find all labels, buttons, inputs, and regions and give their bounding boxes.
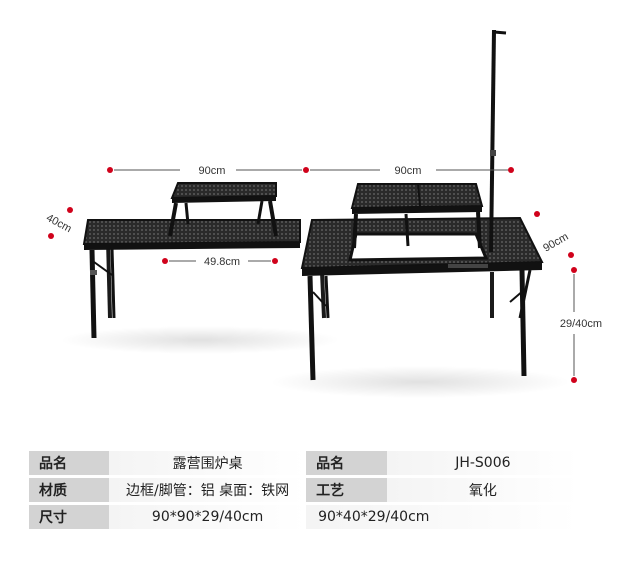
dimension-height: 29/40cm <box>560 267 602 383</box>
spec-row-name: 品名 露营围炉桌 品名 JH-S006 <box>29 451 579 475</box>
top-right-width-label: 90cm <box>395 165 422 177</box>
dimension-left-depth: 40cm <box>44 207 74 239</box>
left-table-illustration <box>82 219 301 339</box>
small-well-table-illustration <box>350 183 484 249</box>
spec-row-size: 尺寸 90*90*29/40cm 90*40*29/40cm <box>29 505 579 529</box>
dimension-right-depth: 90cm <box>534 211 574 258</box>
dimension-inner-width: 49.8cm <box>162 256 278 268</box>
spec-value: 边框/脚管：铝 桌面：铁网 <box>109 478 307 502</box>
spec-value: 露营围炉桌 <box>109 451 307 475</box>
inner-width-label: 49.8cm <box>204 256 240 268</box>
left-depth-label: 40cm <box>44 212 73 235</box>
spec-value: 氧化 <box>386 478 579 502</box>
lantern-pole-illustration <box>489 29 507 253</box>
right-table-illustration <box>300 216 544 381</box>
spec-value: 90*90*29/40cm <box>109 505 307 529</box>
spec-value: JH-S006 <box>386 451 579 475</box>
small-raised-table-illustration <box>168 182 278 237</box>
spec-value: 90*40*29/40cm <box>306 505 579 529</box>
spec-label: 品名 <box>29 451 110 475</box>
right-depth-label: 90cm <box>541 231 570 255</box>
spec-label: 品名 <box>306 451 387 475</box>
spec-label: 工艺 <box>306 478 387 502</box>
product-photo: 90cm 90cm 40cm 90cm 49.8cm 29/40cm <box>44 29 602 398</box>
spec-label: 尺寸 <box>29 505 110 529</box>
top-left-width-label: 90cm <box>199 165 226 177</box>
height-label: 29/40cm <box>560 318 602 330</box>
spec-table: 品名 露营围炉桌 品名 JH-S006 材质 边框/脚管：铝 桌面：铁网 工艺 … <box>29 448 579 532</box>
dimension-top-right: 90cm <box>310 165 514 177</box>
spec-label: 材质 <box>29 478 110 502</box>
spec-row-material: 材质 边框/脚管：铝 桌面：铁网 工艺 氧化 <box>29 478 579 502</box>
dimension-top-left: 90cm <box>107 165 309 177</box>
